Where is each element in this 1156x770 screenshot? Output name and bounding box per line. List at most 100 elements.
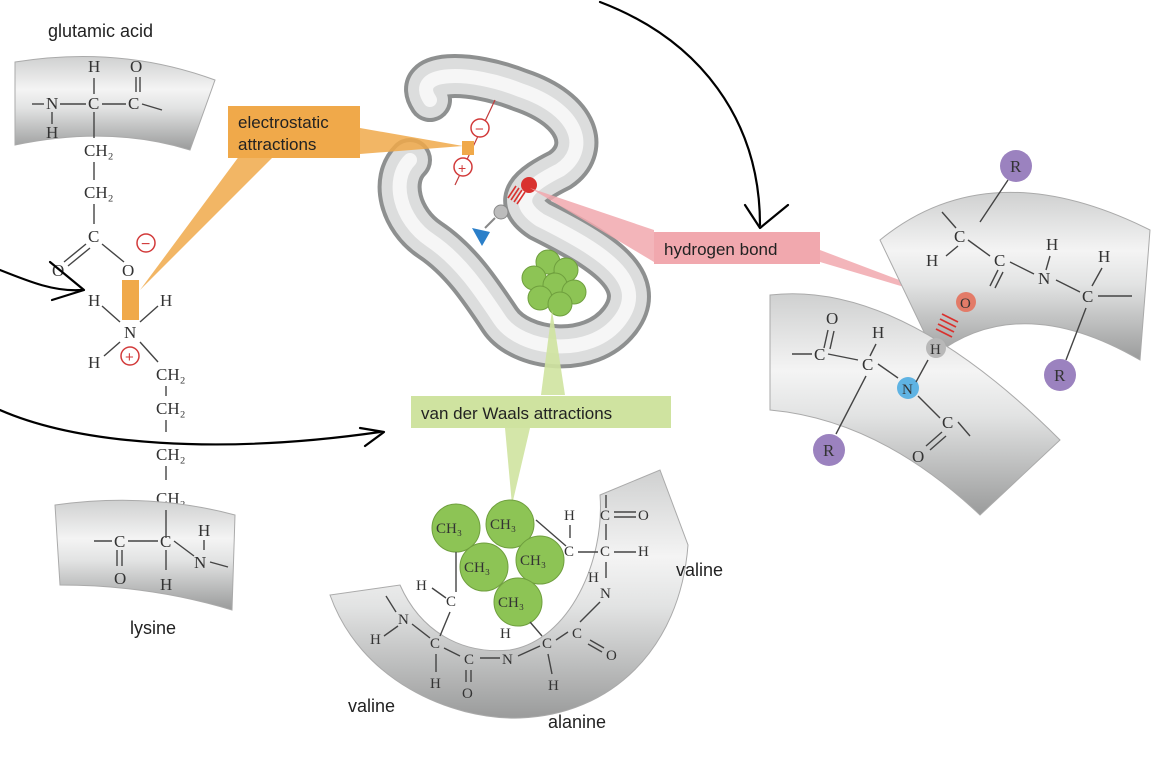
- svg-text:CH₂: CH₂: [84, 141, 114, 160]
- svg-text:N: N: [902, 382, 913, 398]
- svg-text:O: O: [826, 309, 838, 328]
- glutamic-acid-backbone: [14, 55, 216, 151]
- svg-text:C: C: [128, 94, 139, 113]
- svg-text:C: C: [1082, 287, 1093, 306]
- svg-text:C: C: [600, 508, 610, 524]
- svg-text:H: H: [638, 544, 649, 560]
- lysine-label: lysine: [130, 618, 176, 638]
- svg-text:H: H: [500, 626, 511, 642]
- van-der-waals-label: van der Waals attractions: [421, 404, 612, 423]
- svg-text:O: O: [960, 296, 971, 312]
- svg-text:C: C: [564, 544, 574, 560]
- svg-text:H: H: [548, 678, 559, 694]
- svg-text:N: N: [46, 94, 58, 113]
- svg-text:H: H: [88, 291, 100, 310]
- svg-text:R: R: [823, 441, 835, 460]
- svg-text:O: O: [606, 648, 617, 664]
- hand-drawn-arrows: [0, 0, 790, 448]
- svg-text:O: O: [122, 261, 134, 280]
- svg-text:H: H: [872, 323, 884, 342]
- svg-text:O: O: [638, 508, 649, 524]
- van-der-waals-callout: van der Waals attractions: [411, 310, 671, 505]
- svg-text:O: O: [462, 686, 473, 702]
- folded-protein-interactions: − +: [453, 99, 587, 317]
- svg-text:N: N: [194, 553, 206, 572]
- svg-text:N: N: [398, 612, 409, 628]
- lower-right-atoms: O C C H R C O: [792, 309, 971, 466]
- svg-text:C: C: [464, 652, 474, 668]
- lower-right-backbone: [769, 293, 1061, 516]
- svg-text:CH₂: CH₂: [84, 183, 114, 202]
- svg-text:C: C: [862, 355, 873, 374]
- svg-text:C: C: [942, 413, 953, 432]
- svg-text:C: C: [994, 251, 1005, 270]
- hydrophobic-pocket-atoms: H C C H C O H N C O C H N H C O C: [370, 495, 649, 702]
- valine-right-label: valine: [676, 560, 723, 580]
- svg-text:H: H: [198, 521, 210, 540]
- svg-text:H: H: [160, 291, 172, 310]
- svg-text:N: N: [124, 323, 136, 342]
- hydrogen-bond-label: hydrogen bond: [664, 240, 777, 259]
- svg-text:C: C: [814, 345, 825, 364]
- svg-text:N: N: [502, 652, 513, 668]
- svg-text:O: O: [114, 569, 126, 588]
- svg-text:CH₂: CH₂: [156, 365, 186, 384]
- electrostatic-bond-glu-lys: [122, 280, 139, 320]
- svg-text:−: −: [141, 236, 150, 253]
- svg-text:R: R: [1054, 366, 1066, 385]
- alanine-label: alanine: [548, 712, 606, 732]
- svg-text:CH₃: CH₃: [520, 553, 546, 569]
- valine-bottom-label: valine: [348, 696, 395, 716]
- svg-text:C: C: [572, 626, 582, 642]
- svg-text:H: H: [88, 57, 100, 76]
- arrow-to-hydrogen-bond: [598, 0, 762, 227]
- electrostatic-label-line1: electrostatic: [238, 113, 329, 132]
- svg-text:CH₃: CH₃: [490, 517, 516, 533]
- svg-text:O: O: [912, 447, 924, 466]
- hydrophobic-pocket-backbone: [329, 469, 689, 719]
- svg-text:O: O: [130, 57, 142, 76]
- arrow-to-hydrogen-bond-head: [743, 203, 790, 230]
- folded-protein-tube: [377, 54, 651, 369]
- svg-text:H: H: [370, 632, 381, 648]
- svg-text:−: −: [475, 121, 484, 138]
- svg-text:C: C: [88, 94, 99, 113]
- svg-text:C: C: [954, 227, 965, 246]
- svg-text:R: R: [1010, 157, 1022, 176]
- svg-text:H: H: [930, 342, 941, 358]
- svg-text:CH₃: CH₃: [498, 595, 524, 611]
- svg-text:H: H: [416, 578, 427, 594]
- arrow-to-protein: [0, 408, 382, 446]
- svg-text:H: H: [160, 575, 172, 594]
- svg-text:H: H: [588, 570, 599, 586]
- svg-text:+: +: [458, 160, 466, 176]
- hydrogen-bond-pair: O H N: [897, 292, 976, 399]
- electrostatic-label-line2: attractions: [238, 135, 316, 154]
- svg-text:C: C: [430, 636, 440, 652]
- arrow-to-electrostatic-pair-head: [48, 260, 86, 302]
- svg-text:CH₂: CH₂: [156, 399, 186, 418]
- svg-text:H: H: [88, 353, 100, 372]
- svg-text:C: C: [160, 532, 171, 551]
- svg-text:H: H: [1098, 247, 1110, 266]
- svg-text:C: C: [600, 544, 610, 560]
- upper-right-atoms: R C H C N H C H R: [926, 150, 1132, 391]
- lysine-backbone-atoms: C C N H O H: [94, 510, 229, 594]
- lysine-backbone: [54, 499, 236, 611]
- arrow-to-electrostatic-pair: [0, 268, 84, 292]
- svg-text:CH₃: CH₃: [436, 521, 462, 537]
- glutamic-acid-label: glutamic acid: [48, 21, 153, 41]
- svg-text:H: H: [46, 123, 58, 142]
- arrow-to-protein-head: [358, 426, 386, 448]
- svg-text:C: C: [446, 594, 456, 610]
- svg-text:N: N: [600, 586, 611, 602]
- svg-text:CH₂: CH₂: [156, 445, 186, 464]
- lysine-structure: H H N H + CH₂ CH₂ CH₂ CH₂: [88, 291, 186, 508]
- svg-text:H: H: [926, 251, 938, 270]
- svg-text:C: C: [88, 227, 99, 246]
- svg-text:H: H: [430, 676, 441, 692]
- svg-text:H: H: [1046, 235, 1058, 254]
- svg-text:CH₃: CH₃: [464, 560, 490, 576]
- svg-text:H: H: [564, 508, 575, 524]
